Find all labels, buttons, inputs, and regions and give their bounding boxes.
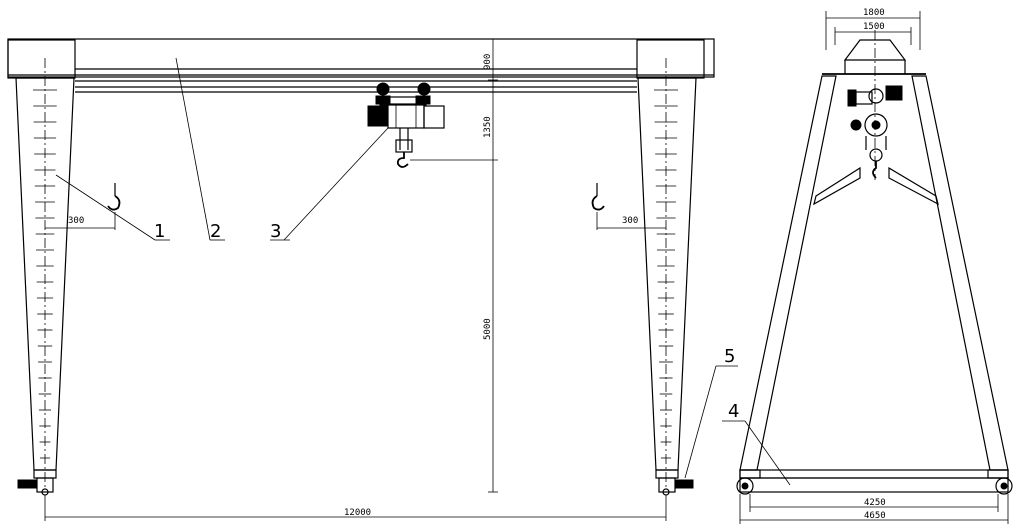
right-hook-icon bbox=[591, 183, 605, 211]
dim-top-outer: 1800 bbox=[863, 8, 885, 18]
side-view: 1800 1500 bbox=[722, 8, 1013, 524]
right-leg bbox=[636, 39, 705, 496]
side-callouts: 4 bbox=[722, 401, 791, 486]
side-base bbox=[736, 469, 1013, 495]
front-callouts: 1 2 3 5 bbox=[55, 57, 738, 479]
front-dimensions: 300 300 900 1350 5000 12000 bbox=[44, 38, 667, 521]
callout-1: 1 bbox=[154, 221, 165, 242]
left-hook-icon bbox=[107, 183, 121, 211]
left-leg bbox=[7, 39, 76, 496]
callout-2: 2 bbox=[210, 221, 221, 242]
dim-girder-height: 900 bbox=[483, 54, 493, 70]
front-view: 300 300 900 1350 5000 12000 1 bbox=[7, 38, 738, 521]
side-hoist bbox=[847, 85, 903, 179]
girder-cross-section bbox=[822, 30, 926, 180]
dim-span: 12000 bbox=[344, 508, 371, 518]
dim-lift-height: 5000 bbox=[483, 318, 493, 340]
side-top-dimensions: 1800 1500 bbox=[825, 8, 921, 50]
callout-4: 4 bbox=[728, 401, 739, 422]
side-bottom-dimensions: 4250 4650 bbox=[739, 494, 1009, 524]
electric-hoist bbox=[367, 82, 445, 168]
dim-base-outer: 4650 bbox=[864, 511, 886, 521]
main-girder bbox=[7, 38, 715, 93]
callout-3: 3 bbox=[270, 221, 281, 242]
dim-base-inner: 4250 bbox=[864, 498, 886, 508]
dim-hook-offset-left: 300 bbox=[68, 216, 84, 226]
dim-hook-offset-right: 300 bbox=[622, 216, 638, 226]
dim-top-inner: 1500 bbox=[863, 22, 885, 32]
side-legs bbox=[739, 75, 1009, 471]
callout-5: 5 bbox=[724, 346, 735, 367]
dim-hoist-height: 1350 bbox=[483, 116, 493, 138]
